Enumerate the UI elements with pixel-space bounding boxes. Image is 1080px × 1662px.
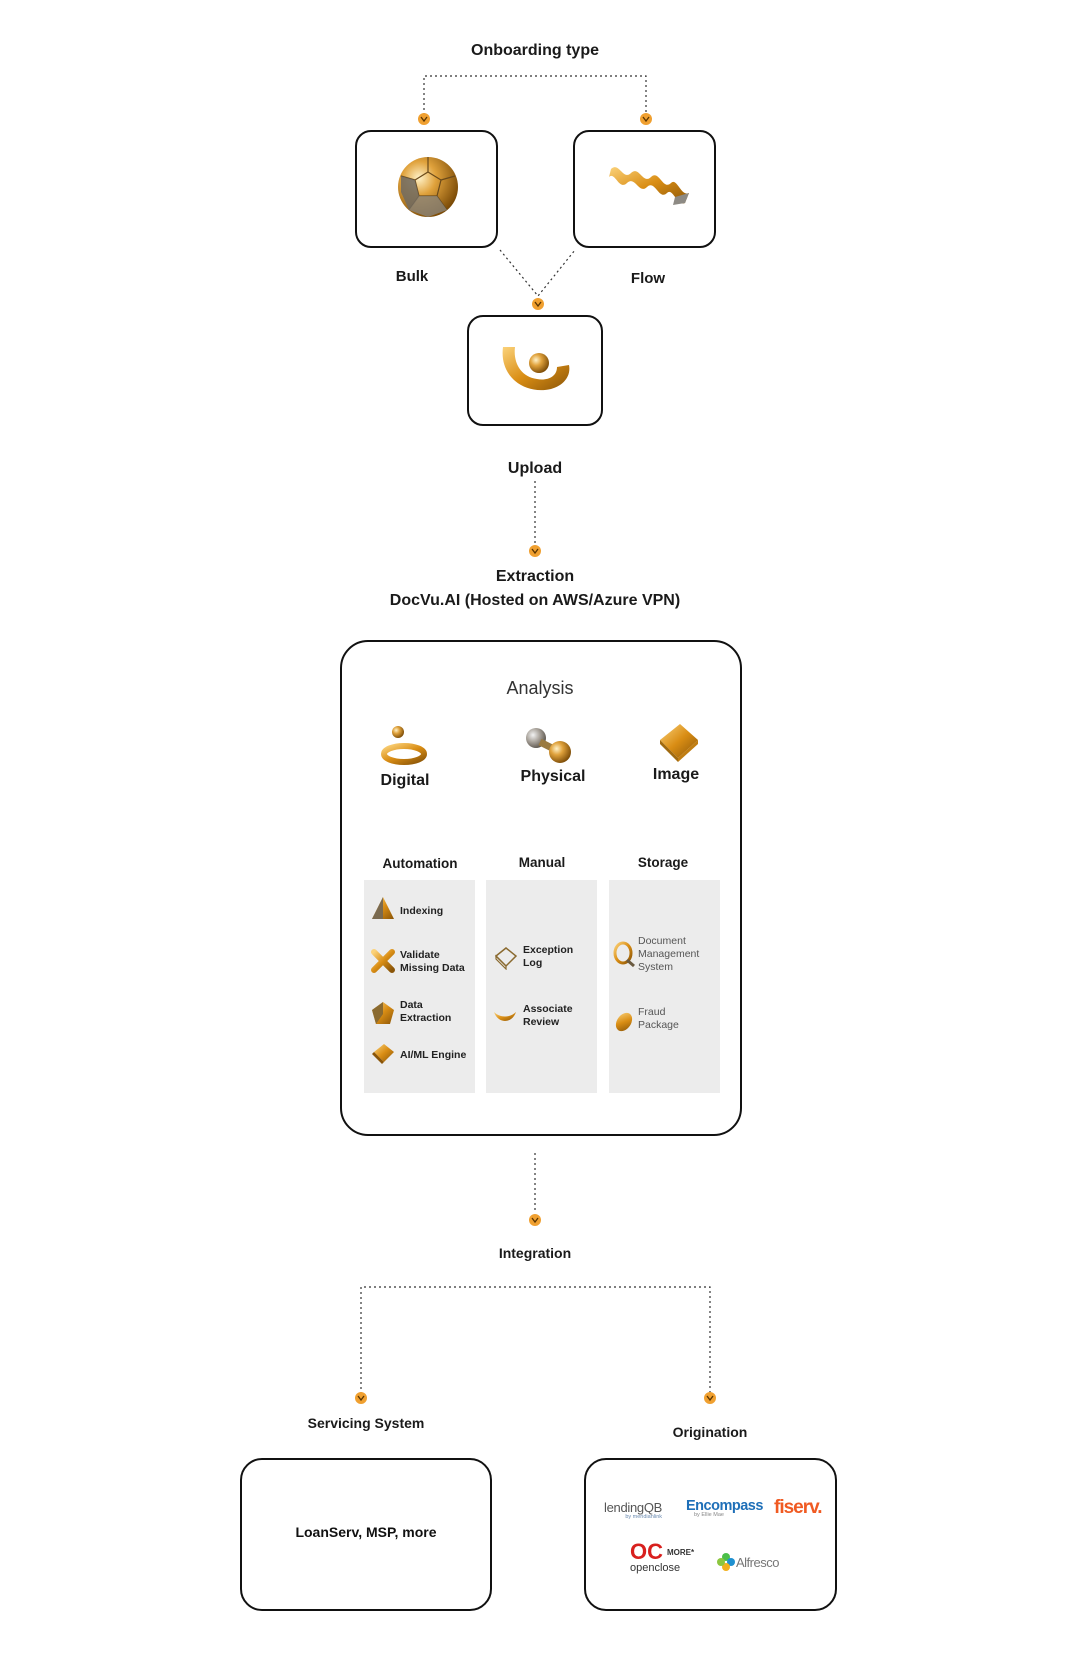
servicing-system-text: LoanServ, MSP, more — [295, 1524, 437, 1540]
automation-item-aiml: AI/ML Engine — [400, 1049, 467, 1061]
arrow-down-icon — [532, 298, 544, 310]
oval-icon — [615, 1012, 633, 1032]
physical-label: Physical — [520, 768, 586, 785]
upload-card[interactable] — [467, 315, 603, 426]
storage-panel — [609, 880, 720, 1093]
ribbon-icon — [609, 167, 689, 205]
arrow-down-icon — [640, 113, 652, 125]
origination-card[interactable]: lendingQB by meridianlink Encompass by E… — [584, 1458, 837, 1611]
automation-item-indexing: Indexing — [400, 905, 444, 917]
bulk-label: Bulk — [395, 268, 429, 285]
polyhedron-icon — [398, 157, 458, 217]
arrow-down-icon — [704, 1392, 716, 1404]
engine-icon — [372, 1044, 394, 1064]
encompass-logo: Encompass by Ellie Mae — [686, 1498, 763, 1518]
arrow-down-icon — [418, 113, 430, 125]
manual-panel — [486, 880, 597, 1093]
hook-icon — [502, 347, 570, 391]
lendingqb-logo: lendingQB by meridianlink — [604, 1500, 663, 1520]
onboarding-title: Onboarding type — [471, 42, 599, 59]
storage-header: Storage — [637, 855, 689, 870]
arrow-down-icon — [355, 1392, 367, 1404]
openclose-logo: OC MORE* openclose — [630, 1539, 695, 1575]
servicing-system-card[interactable]: LoanServ, MSP, more — [240, 1458, 492, 1611]
cross-icon — [371, 949, 395, 973]
fiserv-logo: fiserv. — [774, 1497, 823, 1518]
manual-header: Manual — [518, 855, 566, 870]
extraction-subtitle: DocVu.AI (Hosted on AWS/Azure VPN) — [389, 592, 681, 609]
pentagon-icon — [372, 1002, 394, 1024]
arrow-down-icon — [529, 1214, 541, 1226]
crescent-icon — [494, 1012, 516, 1021]
ring-icon — [381, 726, 427, 765]
cone-icon — [372, 897, 394, 919]
digital-label: Digital — [380, 772, 430, 789]
flow-label: Flow — [630, 270, 666, 287]
image-label: Image — [652, 766, 700, 783]
analysis-title: Analysis — [506, 678, 574, 698]
bulk-card[interactable] — [355, 130, 498, 248]
origination-label: Origination — [672, 1424, 748, 1440]
alfresco-logo: Alfresco — [716, 1552, 779, 1572]
box-outline-icon — [494, 947, 518, 970]
integration-title: Integration — [498, 1245, 572, 1261]
automation-header: Automation — [382, 856, 458, 871]
servicing-system-label: Servicing System — [307, 1415, 425, 1431]
arrow-down-icon — [529, 545, 541, 557]
cube-icon — [660, 724, 698, 762]
upload-label: Upload — [507, 460, 563, 477]
alfresco-flower-icon — [717, 1553, 735, 1571]
lens-icon — [613, 941, 635, 968]
flow-card[interactable] — [573, 130, 716, 248]
dumbbell-icon — [526, 728, 571, 763]
extraction-title: Extraction — [495, 568, 575, 585]
